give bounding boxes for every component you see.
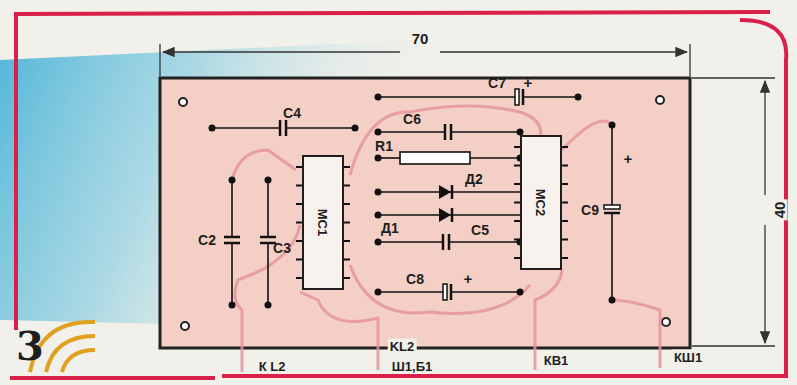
part-name: C9 — [581, 203, 599, 217]
ic-chip: MC2 — [520, 135, 562, 270]
dimension-lines — [160, 44, 775, 346]
dimension: 70 — [410, 30, 431, 47]
chip-label: MC2 — [533, 189, 548, 216]
terminal-name: КВ1 — [542, 353, 571, 368]
component-symbols — [209, 89, 621, 309]
part-name: C3 — [273, 241, 291, 255]
pcb-traces — [232, 106, 660, 372]
part-name: C6 — [403, 112, 421, 126]
terminal-name: К L2 — [257, 359, 288, 374]
terminal-name: Ш1,Б1 — [390, 359, 434, 374]
pcb-board — [160, 78, 690, 348]
ic-chip: MC1 — [302, 155, 344, 290]
part-name: C2 — [198, 233, 216, 247]
part-name: C4 — [283, 106, 301, 120]
figure-number: 3 — [16, 326, 44, 366]
polarity-mark: + — [524, 75, 533, 90]
terminal-name: KL2 — [388, 339, 417, 354]
chip-label: MC1 — [315, 209, 330, 236]
part-name: Д1 — [381, 221, 399, 235]
part-name: C7 — [488, 76, 506, 90]
polarity-mark: + — [464, 271, 473, 286]
part-name: Д2 — [465, 172, 483, 186]
part-name: C5 — [471, 223, 489, 237]
dimension: 40 — [771, 200, 788, 221]
part-name: C8 — [406, 272, 424, 286]
terminal-name: КШ1 — [672, 350, 704, 365]
part-name: R1 — [375, 139, 393, 153]
frame-line — [10, 376, 215, 380]
polarity-mark: + — [624, 151, 633, 166]
